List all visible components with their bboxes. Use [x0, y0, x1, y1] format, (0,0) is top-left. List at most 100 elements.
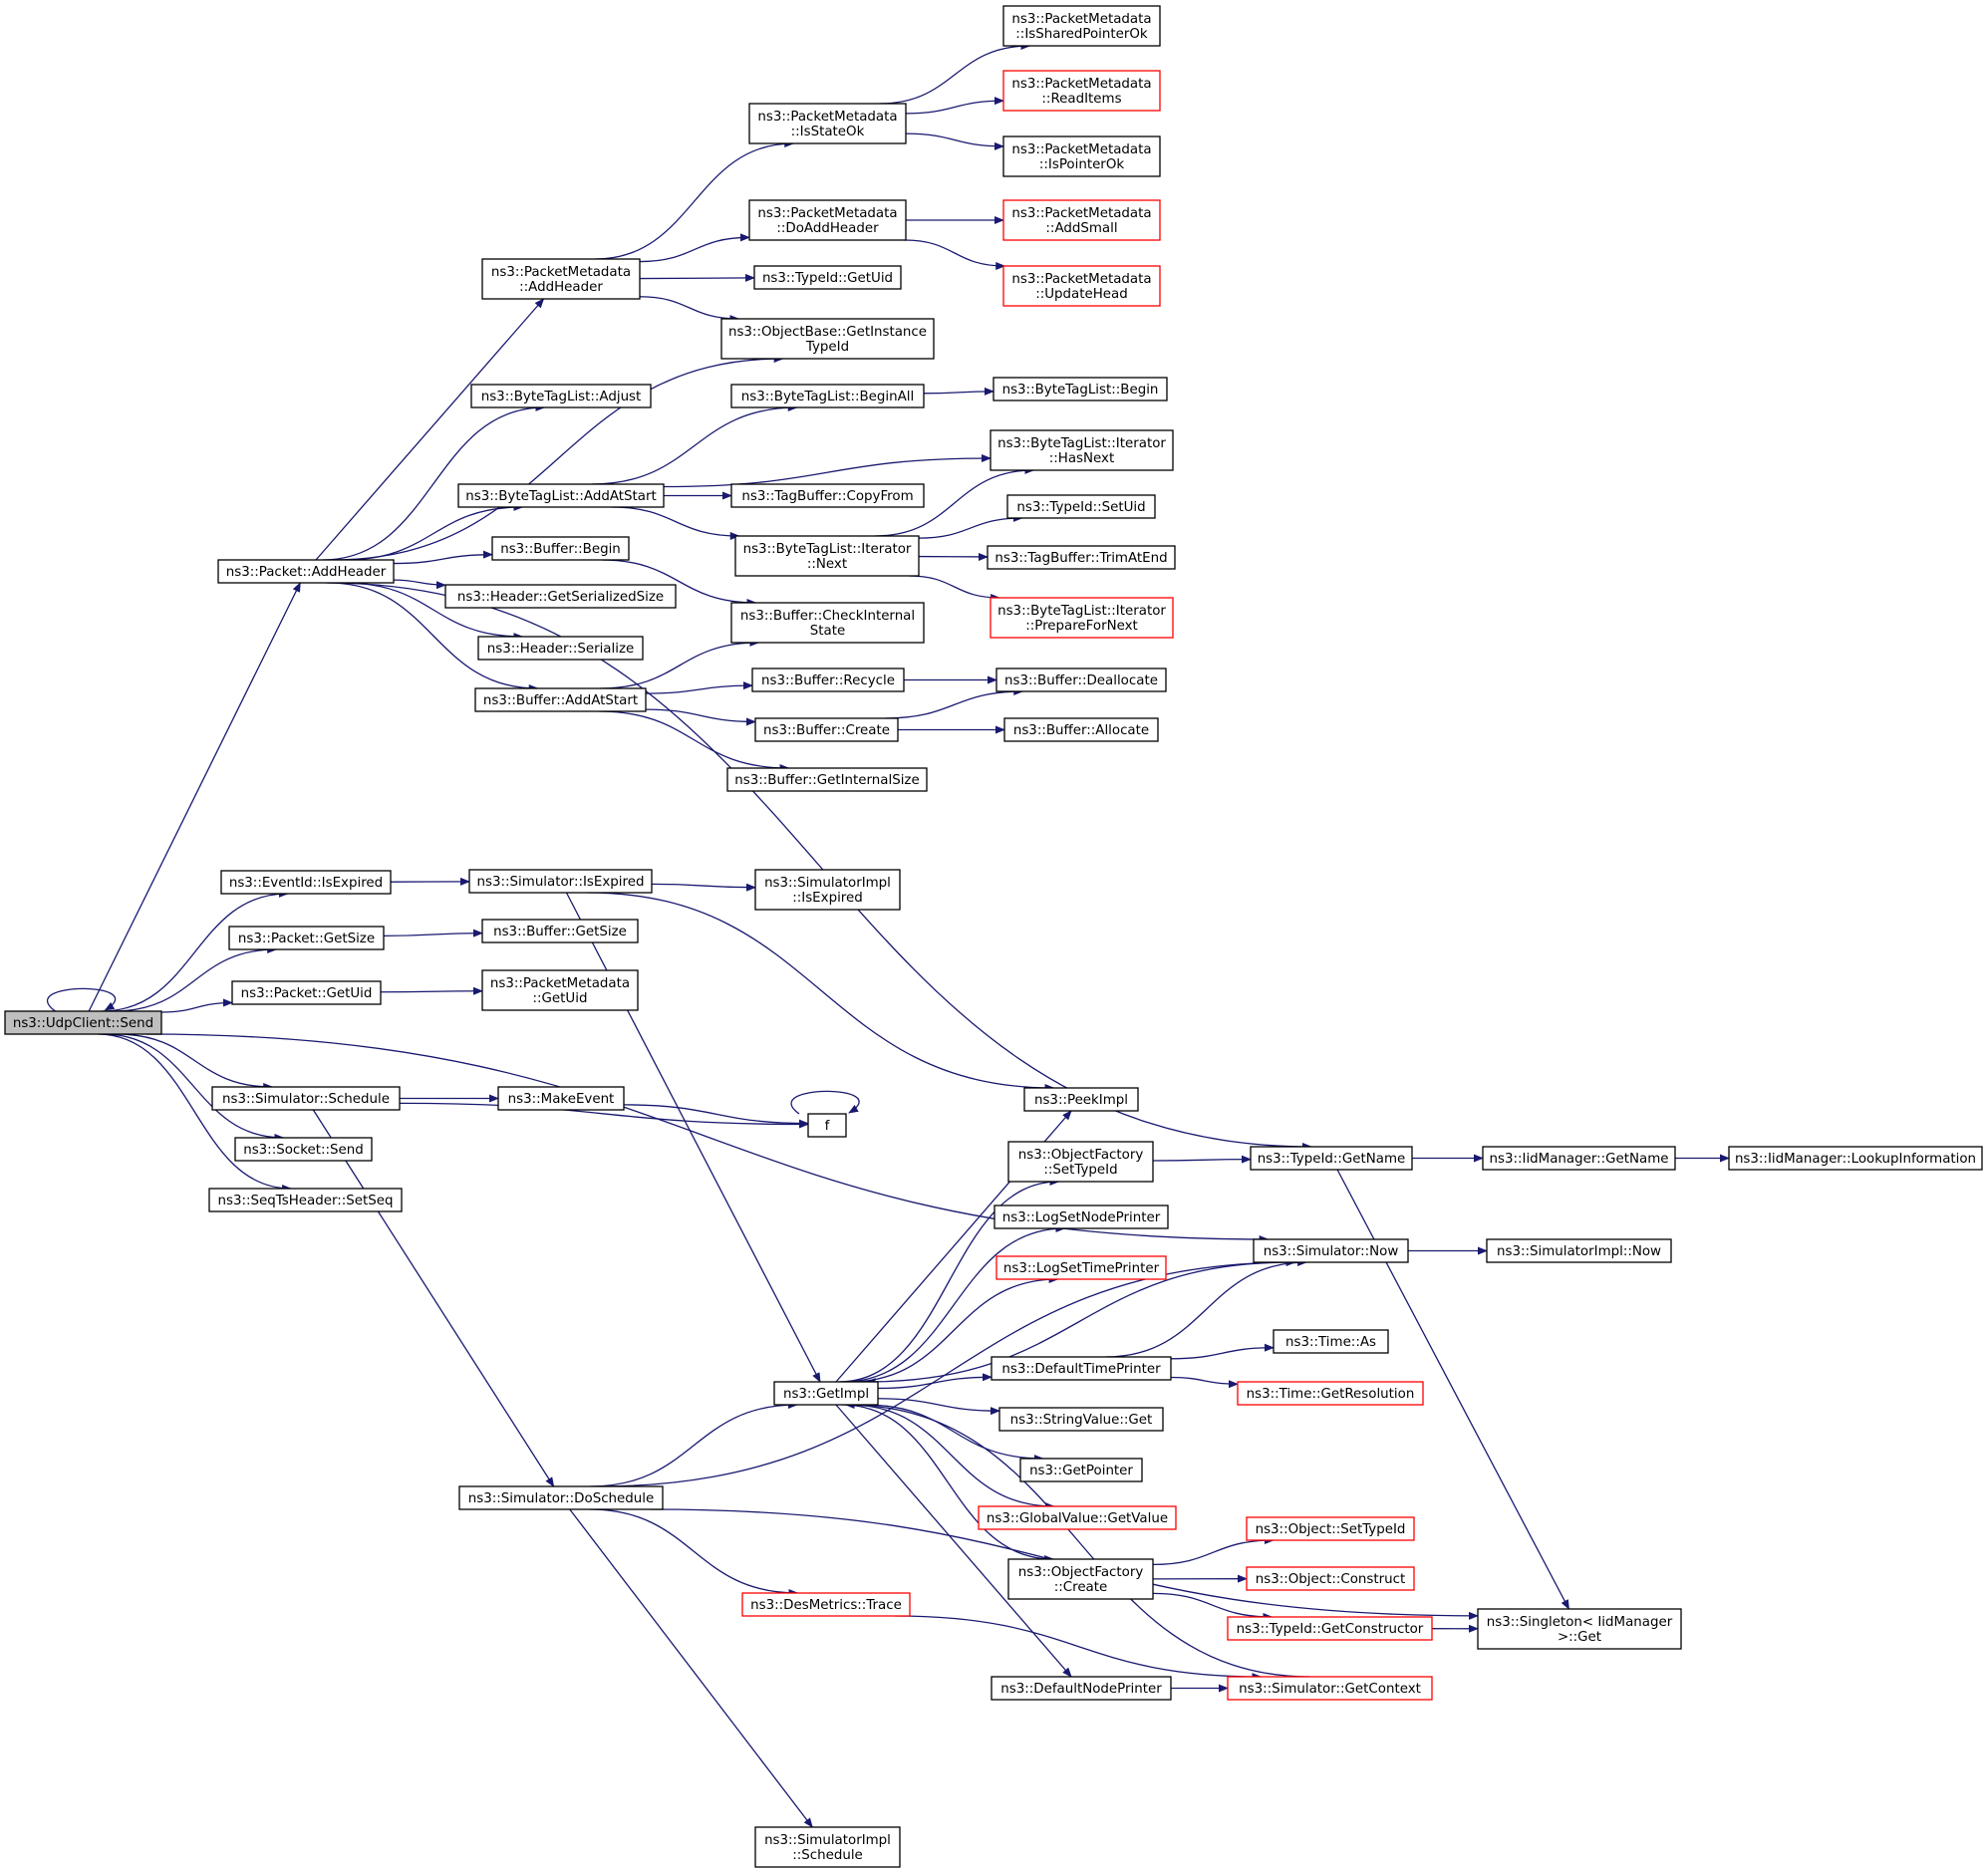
- node-sim-now[interactable]: ns3::Simulator::Now: [1253, 1238, 1409, 1263]
- node-box[interactable]: [491, 536, 630, 561]
- node-makeevent[interactable]: ns3::MakeEvent: [497, 1086, 625, 1111]
- node-of-create[interactable]: ns3::ObjectFactory::Create: [1007, 1558, 1154, 1600]
- node-evid-isexpired[interactable]: ns3::EventId::IsExpired: [220, 870, 392, 895]
- node-box[interactable]: [231, 980, 382, 1005]
- node-getpointer[interactable]: ns3::GetPointer: [1019, 1458, 1143, 1482]
- node-box[interactable]: [444, 584, 677, 609]
- node-box[interactable]: [754, 717, 899, 742]
- node-sim-schedule[interactable]: ns3::Simulator::Schedule: [211, 1086, 401, 1111]
- node-sim-doschedule[interactable]: ns3::Simulator::DoSchedule: [458, 1485, 664, 1510]
- node-pkt-addheader[interactable]: ns3::Packet::AddHeader: [217, 559, 395, 584]
- node-box[interactable]: [481, 258, 641, 300]
- node-btli-prepare[interactable]: ns3::ByteTagList::Iterator::PrepareForNe…: [990, 597, 1174, 639]
- node-obj-construct[interactable]: ns3::Object::Construct: [1246, 1566, 1415, 1591]
- node-buf-addatstart[interactable]: ns3::Buffer::AddAtStart: [474, 687, 647, 712]
- node-defnodeprinter[interactable]: ns3::DefaultNodePrinter: [991, 1676, 1172, 1701]
- node-obj-settypeid[interactable]: ns3::Object::SetTypeId: [1246, 1516, 1415, 1541]
- node-typeid-getname[interactable]: ns3::TypeId::GetName: [1250, 1146, 1413, 1171]
- node-btl-beginall[interactable]: ns3::ByteTagList::BeginAll: [730, 384, 925, 408]
- node-box[interactable]: [1237, 1381, 1424, 1406]
- node-box[interactable]: [991, 1676, 1172, 1701]
- node-box[interactable]: [991, 1356, 1172, 1381]
- node-strval-get[interactable]: ns3::StringValue::Get: [998, 1407, 1164, 1432]
- node-box[interactable]: [994, 1204, 1169, 1229]
- node-f[interactable]: f: [807, 1113, 847, 1138]
- node-box[interactable]: [474, 687, 647, 712]
- node-time-as[interactable]: ns3::Time::As: [1273, 1329, 1389, 1354]
- node-singleton-get[interactable]: ns3::Singleton< IidManager >::Get: [1477, 1608, 1682, 1650]
- node-box[interactable]: [754, 1826, 901, 1868]
- node-box[interactable]: [1006, 494, 1156, 519]
- node-box[interactable]: [458, 1485, 664, 1510]
- node-box[interactable]: [1227, 1676, 1433, 1701]
- node-box[interactable]: [1253, 1238, 1409, 1263]
- node-pm-issharedptr[interactable]: ns3::PacketMetadata::IsSharedPointerOk: [1002, 5, 1161, 47]
- node-hdr-getsersize[interactable]: ns3::Header::GetSerializedSize: [444, 584, 677, 609]
- node-btli-hasnext[interactable]: ns3::ByteTagList::Iterator::HasNext: [990, 429, 1174, 471]
- node-box[interactable]: [748, 103, 907, 144]
- node-box[interactable]: [730, 483, 925, 508]
- node-box[interactable]: [998, 1407, 1164, 1432]
- node-deftimeprinter[interactable]: ns3::DefaultTimePrinter: [991, 1356, 1172, 1381]
- node-gv-getvalue[interactable]: ns3::GlobalValue::GetValue: [978, 1505, 1177, 1530]
- node-buf-alloc[interactable]: ns3::Buffer::Allocate: [1003, 717, 1159, 742]
- node-box[interactable]: [748, 199, 907, 241]
- node-pm-readitems[interactable]: ns3::PacketMetadata::ReadItems: [1002, 70, 1161, 112]
- node-seqts-setseq[interactable]: ns3::SeqTsHeader::SetSeq: [208, 1188, 403, 1212]
- node-btl-addatstart[interactable]: ns3::ByteTagList::AddAtStart: [457, 483, 665, 508]
- node-box[interactable]: [1477, 1608, 1682, 1650]
- node-box[interactable]: [1482, 1146, 1676, 1171]
- node-box[interactable]: [741, 1592, 911, 1617]
- node-hdr-serialize[interactable]: ns3::Header::Serialize: [477, 636, 644, 661]
- node-box[interactable]: [1728, 1146, 1983, 1171]
- node-box[interactable]: [1002, 135, 1161, 177]
- node-box[interactable]: [730, 602, 925, 644]
- node-pkt-getuid[interactable]: ns3::Packet::GetUid: [231, 980, 382, 1005]
- node-box[interactable]: [995, 668, 1167, 692]
- node-box[interactable]: [1227, 1616, 1433, 1641]
- node-buf-getintsize[interactable]: ns3::Buffer::GetInternalSize: [726, 767, 928, 792]
- node-box[interactable]: [4, 1010, 162, 1035]
- node-box[interactable]: [477, 636, 644, 661]
- node-box[interactable]: [1250, 1146, 1413, 1171]
- node-box[interactable]: [468, 869, 653, 894]
- node-box[interactable]: [734, 535, 920, 577]
- node-box[interactable]: [993, 377, 1168, 401]
- node-box[interactable]: [470, 384, 652, 408]
- node-simimpl-schedule[interactable]: ns3::SimulatorImpl::Schedule: [754, 1826, 901, 1868]
- node-box[interactable]: [730, 384, 925, 408]
- node-pm-addsmall[interactable]: ns3::PacketMetadata::AddSmall: [1002, 199, 1161, 241]
- node-logsetnode[interactable]: ns3::LogSetNodePrinter: [994, 1204, 1169, 1229]
- node-box[interactable]: [1002, 265, 1161, 307]
- node-buf-begin[interactable]: ns3::Buffer::Begin: [491, 536, 630, 561]
- node-socket-send[interactable]: ns3::Socket::Send: [234, 1137, 373, 1162]
- node-box[interactable]: [726, 767, 928, 792]
- node-box[interactable]: [481, 969, 639, 1011]
- node-iid-lookup[interactable]: ns3::IidManager::LookupInformation: [1728, 1146, 1983, 1171]
- node-box[interactable]: [1246, 1566, 1415, 1591]
- node-pm-getuid[interactable]: ns3::PacketMetadata::GetUid: [481, 969, 639, 1011]
- node-iid-getname[interactable]: ns3::IidManager::GetName: [1482, 1146, 1676, 1171]
- node-desmetrics[interactable]: ns3::DesMetrics::Trace: [741, 1592, 911, 1617]
- node-pkt-getsize[interactable]: ns3::Packet::GetSize: [228, 926, 385, 950]
- node-box[interactable]: [751, 668, 905, 692]
- node-box[interactable]: [773, 1381, 879, 1406]
- node-pm-isptrok[interactable]: ns3::PacketMetadata::IsPointerOk: [1002, 135, 1161, 177]
- node-btl-begin[interactable]: ns3::ByteTagList::Begin: [993, 377, 1168, 401]
- node-box[interactable]: [497, 1086, 625, 1111]
- node-box[interactable]: [753, 265, 902, 290]
- node-box[interactable]: [211, 1086, 401, 1111]
- node-box[interactable]: [1003, 717, 1159, 742]
- node-box[interactable]: [754, 869, 901, 911]
- node-box[interactable]: [457, 483, 665, 508]
- node-box[interactable]: [1002, 199, 1161, 241]
- node-box[interactable]: [995, 1255, 1167, 1280]
- node-box[interactable]: [208, 1188, 403, 1212]
- node-box[interactable]: [1007, 1141, 1154, 1183]
- node-typeid-getuid[interactable]: ns3::TypeId::GetUid: [753, 265, 902, 290]
- node-btli-next[interactable]: ns3::ByteTagList::Iterator::Next: [734, 535, 920, 577]
- node-pm-addheader[interactable]: ns3::PacketMetadata::AddHeader: [481, 258, 641, 300]
- node-box[interactable]: [1002, 70, 1161, 112]
